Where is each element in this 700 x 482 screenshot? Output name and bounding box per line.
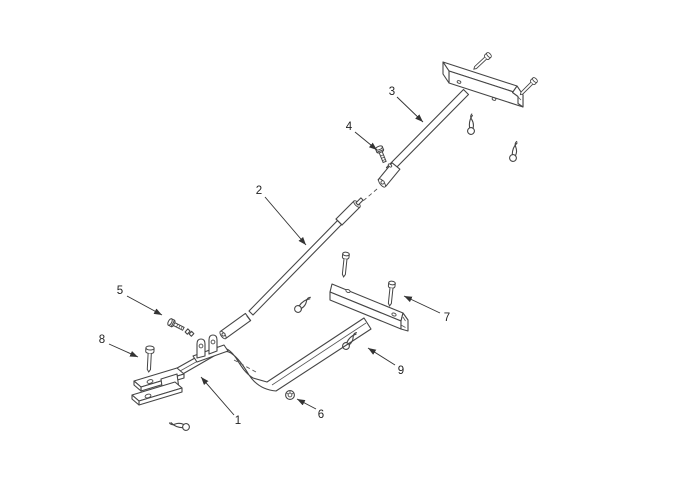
assembly-axis-line <box>362 188 378 202</box>
leader-9 <box>367 347 396 366</box>
bracket-hole-left <box>345 289 351 293</box>
callout-4-label: 4 <box>346 121 353 133</box>
drawbar-end-plates <box>131 367 185 406</box>
bracket-hole-right <box>391 312 397 317</box>
leader-7 <box>403 295 441 314</box>
callout-3-label: 3 <box>389 86 395 98</box>
leader-1 <box>200 376 235 416</box>
part-connecting-tube <box>219 197 364 340</box>
leader-lines <box>108 96 441 416</box>
part-hitch-pin <box>145 345 155 373</box>
hairpin-clips <box>168 113 526 436</box>
callout-5-label: 5 <box>117 285 123 297</box>
clip-bottom-left <box>168 414 192 436</box>
leader-5 <box>126 295 163 316</box>
callout-2-label: 2 <box>256 185 262 197</box>
leader-4 <box>354 131 378 151</box>
part-nut <box>285 390 295 400</box>
clip-upper-left <box>462 113 482 137</box>
leader-6 <box>296 398 317 410</box>
drawbar-top-hole <box>146 379 154 384</box>
tube-end-hole <box>221 332 226 337</box>
right-mount-bracket <box>329 283 409 332</box>
callout-6-label: 6 <box>318 409 324 421</box>
callout-9-label: 9 <box>398 365 404 377</box>
clip-middle <box>291 296 315 314</box>
part-clevis-bolt <box>166 317 195 337</box>
leader-8 <box>108 343 139 358</box>
callout-1-label: 1 <box>235 415 241 427</box>
part-clamp-collar <box>362 144 401 202</box>
callout-7-label: 7 <box>444 312 450 324</box>
clamp-bolt <box>374 144 389 164</box>
leader-2 <box>264 196 307 246</box>
callout-labels: 1 2 3 4 5 6 7 8 9 <box>99 86 450 427</box>
clevis-bracket <box>192 334 229 363</box>
leader-3 <box>396 96 424 123</box>
callout-8-label: 8 <box>99 334 105 346</box>
drawbar-bottom-hole <box>144 393 152 399</box>
clip-upper-right <box>504 140 526 164</box>
part-crossbar-assembly <box>385 61 524 174</box>
